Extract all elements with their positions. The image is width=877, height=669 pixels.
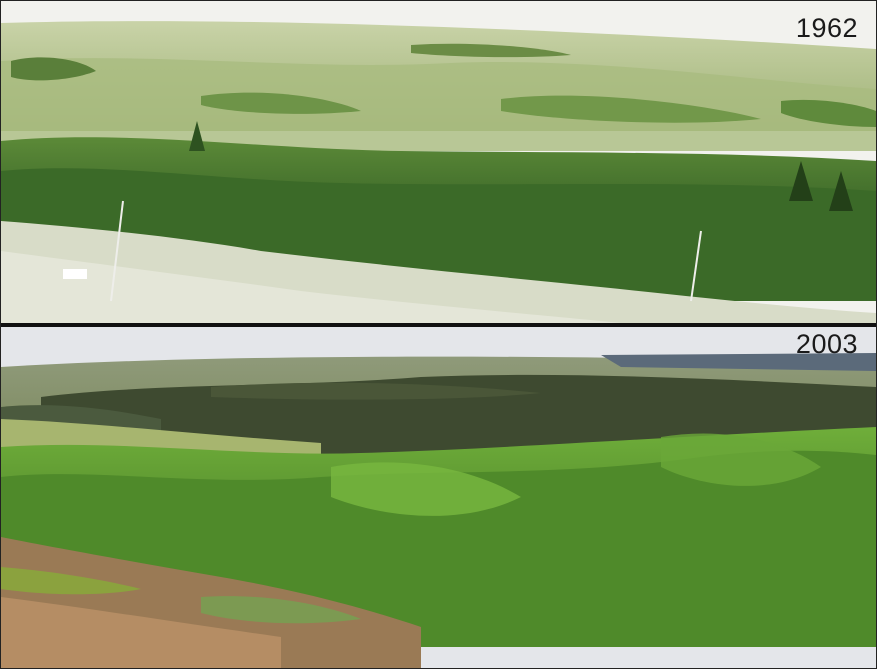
landscape-2003-image [1, 327, 876, 668]
year-label-1962: 1962 [795, 13, 858, 43]
landscape-1962-image [1, 1, 876, 323]
photo-2003: 2003 [1, 327, 876, 668]
year-label-2003: 2003 [795, 329, 858, 359]
photo-1962: 1962 [1, 1, 876, 323]
